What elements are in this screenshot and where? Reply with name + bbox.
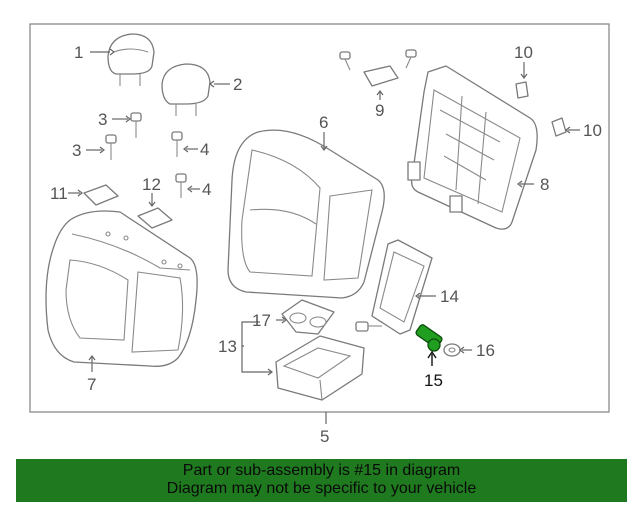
- panel-part-14: [371, 239, 433, 335]
- banner-line-2: Diagram may not be specific to your vehi…: [166, 480, 477, 497]
- callout-16: 16: [476, 341, 495, 360]
- callout-4a: 4: [200, 140, 209, 159]
- callout-13: 13: [218, 337, 237, 356]
- bracket-part-9: [339, 49, 417, 87]
- headrest-part-1: [107, 33, 155, 86]
- armrest-part-13: [275, 335, 365, 401]
- clip-part-11: [83, 184, 119, 206]
- bolt-part-4: [171, 131, 187, 198]
- callout-10a: 10: [514, 43, 533, 62]
- seat-back-part-6: [227, 129, 385, 299]
- callout-6: 6: [319, 113, 328, 132]
- callout-3a: 3: [98, 110, 107, 129]
- seat-frame-part-8: [407, 65, 538, 230]
- callout-1: 1: [74, 43, 83, 62]
- bolt-part-15-highlighted: [415, 324, 443, 366]
- callout-5: 5: [320, 427, 329, 446]
- callout-14: 14: [440, 287, 459, 306]
- callout-3b: 3: [72, 141, 81, 160]
- leader-lines: [68, 48, 580, 424]
- callout-11: 11: [50, 184, 68, 203]
- washer-part-16: [443, 343, 461, 357]
- seat-cushion-part-7: [45, 210, 198, 367]
- clip-part-10b: [551, 117, 567, 137]
- cup-holder-part-17: [281, 299, 335, 335]
- cover-part-12: [137, 207, 173, 229]
- screw-part: [355, 321, 382, 332]
- callout-10b: 10: [583, 121, 602, 140]
- callout-2: 2: [233, 75, 242, 94]
- bolt-part-3: [105, 112, 142, 160]
- callout-7: 7: [87, 375, 96, 394]
- callout-15: 15: [424, 371, 443, 390]
- banner-line-1: Part or sub-assembly is #15 in diagram: [182, 462, 461, 479]
- diagram-frame: [29, 23, 610, 413]
- headrest-part-2: [161, 63, 211, 116]
- info-banner: Part or sub-assembly is #15 in diagram D…: [16, 459, 627, 502]
- callout-8: 8: [540, 175, 549, 194]
- callout-4b: 4: [202, 180, 211, 199]
- callout-17: 17: [252, 311, 271, 330]
- callout-9: 9: [375, 101, 384, 120]
- clip-part-10a: [515, 81, 529, 99]
- callout-12: 12: [142, 175, 161, 194]
